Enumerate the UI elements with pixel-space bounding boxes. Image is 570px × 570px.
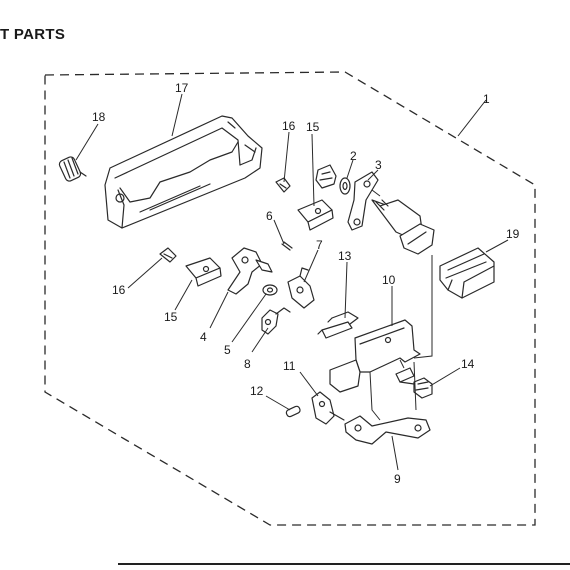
- rod-end-part: [311, 391, 345, 425]
- part-2-label: 2: [350, 149, 357, 163]
- assembly-guide-line: [399, 359, 405, 369]
- leader-line-19: [485, 239, 509, 253]
- washer-part: [315, 164, 351, 195]
- part-16-upper-label: 16: [282, 119, 296, 133]
- part-12-label: 12: [250, 384, 264, 398]
- leader-line-1: [457, 99, 487, 137]
- clip-part-lower: [159, 247, 177, 263]
- assembly-guide-line: [369, 371, 381, 421]
- spring-link-part: [261, 307, 291, 335]
- leader-line-15b: [174, 279, 193, 311]
- part-4-label: 4: [200, 330, 207, 344]
- connector-part-lower: [185, 257, 222, 287]
- pad-part: [439, 247, 495, 299]
- lever-plate-part: [347, 171, 435, 255]
- pin-part: [281, 241, 293, 251]
- part-1-label: 1: [483, 92, 490, 106]
- part-3-label: 3: [375, 158, 382, 172]
- part-18-label: 18: [92, 110, 106, 124]
- nut-part: [399, 377, 433, 399]
- leader-line-16b: [127, 257, 163, 289]
- part-7-label: 7: [316, 238, 323, 252]
- assembly-guide-line: [413, 255, 433, 359]
- leader-line-6: [273, 219, 285, 245]
- part-17-label: 17: [175, 81, 189, 95]
- leader-line-18: [75, 123, 99, 161]
- housing-cover-part: [104, 115, 263, 229]
- link-part: [287, 267, 315, 309]
- small-washer-part: [262, 284, 278, 296]
- assembly-boundary: [44, 71, 536, 526]
- clip-part-upper: [275, 177, 291, 193]
- part-16-lower-label: 16: [112, 283, 126, 297]
- leader-line-17: [171, 93, 183, 137]
- part-11-label: 11: [283, 359, 296, 373]
- leader-line-7: [303, 249, 319, 283]
- knob-part: [58, 156, 87, 182]
- part-8-label: 8: [244, 357, 251, 371]
- part-15-upper-label: 15: [306, 120, 320, 134]
- part-19-label: 19: [506, 227, 520, 241]
- small-pin-part: [285, 405, 301, 418]
- leader-line-16a: [283, 131, 290, 183]
- assembly-guide-line: [371, 189, 381, 197]
- leader-line-14: [429, 367, 461, 387]
- leader-line-5: [231, 293, 267, 343]
- part-15-lower-label: 15: [164, 310, 178, 324]
- bracket-part: [329, 319, 421, 393]
- leader-line-2: [346, 159, 354, 179]
- part-5-label: 5: [224, 343, 231, 357]
- leader-line-15a: [311, 133, 315, 207]
- part-13-label: 13: [338, 249, 352, 263]
- part-6-label: 6: [266, 209, 273, 223]
- leader-line-12: [265, 395, 291, 411]
- page-title: T PARTS: [0, 26, 66, 43]
- connector-part-upper: [297, 199, 334, 231]
- lower-lever-part: [344, 415, 431, 445]
- lever-part: [227, 247, 273, 295]
- part-9-label: 9: [394, 472, 401, 486]
- leader-line-11: [299, 371, 319, 397]
- bottom-rule: [118, 563, 570, 565]
- leader-line-4: [209, 291, 229, 329]
- assembly-guide-line: [413, 361, 417, 411]
- u-bolt-part: [317, 311, 359, 339]
- part-14-label: 14: [461, 357, 475, 371]
- leader-line-13: [344, 261, 348, 319]
- part-10-label: 10: [382, 273, 396, 287]
- leader-line-9: [391, 435, 399, 471]
- leader-line-3: [367, 169, 379, 181]
- leader-line-8: [251, 327, 269, 353]
